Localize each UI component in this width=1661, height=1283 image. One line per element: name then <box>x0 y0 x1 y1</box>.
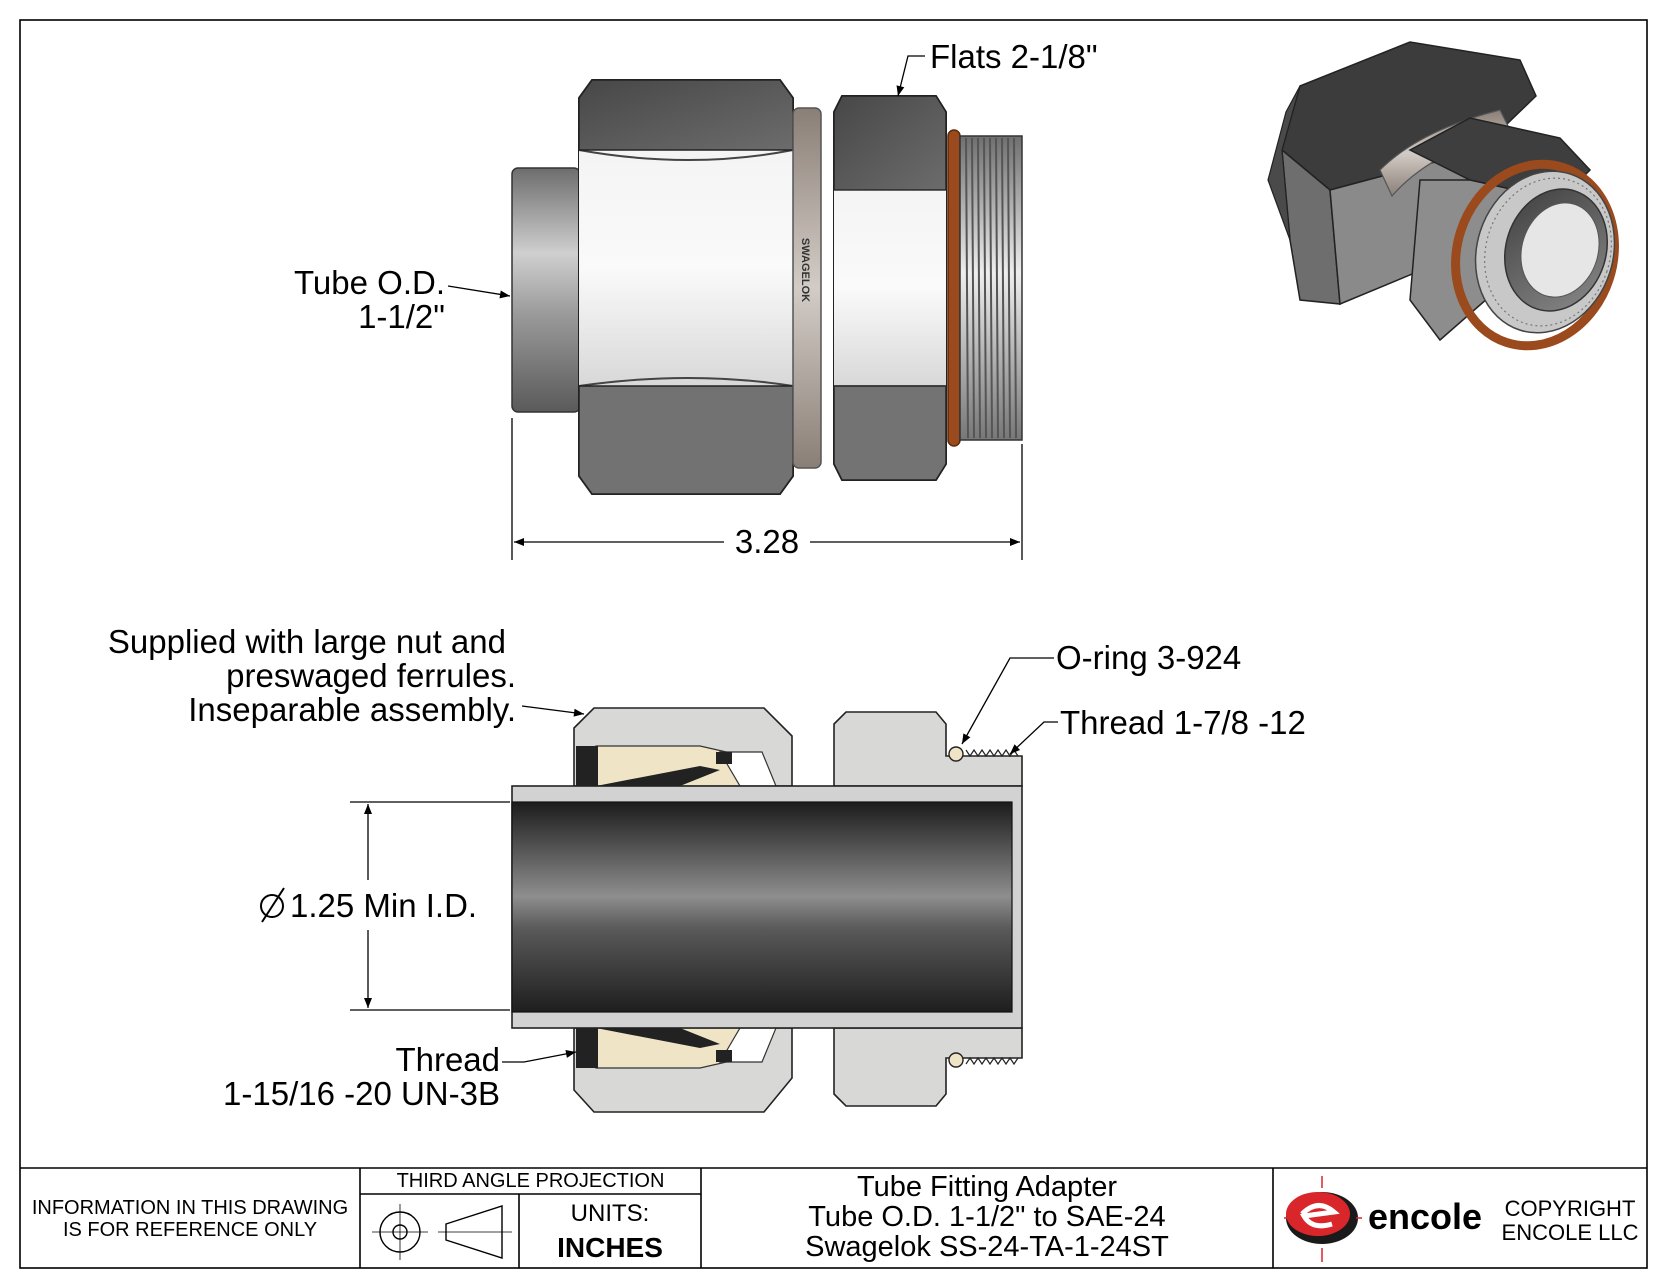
title-block <box>20 1167 1647 1268</box>
thread-groove <box>977 137 981 439</box>
thread-sae-leader <box>1009 721 1058 755</box>
thread-groove <box>971 137 975 439</box>
oring-leader <box>961 657 1054 745</box>
disclaimer-line1: INFORMATION IN THIS DRAWING <box>31 1197 349 1219</box>
flats-leader <box>896 55 925 97</box>
length-dimension <box>511 418 1023 560</box>
nut-thread-top <box>576 746 598 786</box>
length-value: 3.28 <box>734 523 800 560</box>
nut-collar <box>792 107 822 469</box>
elevation-view: SWAGELOK <box>511 79 1023 495</box>
sheet-border <box>19 19 1648 1269</box>
tube-bore <box>511 801 1013 1013</box>
flats-callout: Flats 2-1/8" <box>930 38 1098 75</box>
projection-symbol <box>372 1204 512 1260</box>
sae-thread-teeth-top <box>965 748 1019 758</box>
nut-marking: SWAGELOK <box>799 238 811 302</box>
diameter-icon <box>260 887 285 923</box>
nut-thread-bottom <box>576 1028 598 1068</box>
supplied-leader <box>521 705 585 717</box>
thread-sae-callout: Thread 1-7/8 -12 <box>1060 704 1306 741</box>
iso-oring <box>1451 159 1619 351</box>
body-section-bottom <box>833 1027 1023 1107</box>
copyright-line1: COPYRIGHT <box>1504 1196 1636 1221</box>
drawing-title-line2: Tube O.D. 1-1/2" to SAE-24 <box>808 1201 1166 1233</box>
large-hex-nut <box>578 79 794 495</box>
oring-section-top <box>948 746 964 762</box>
body-section-top <box>833 711 1023 787</box>
body-hex <box>833 95 947 481</box>
oring-section-bottom <box>948 1052 964 1068</box>
section-view <box>511 707 1023 1113</box>
min-id-dimension <box>350 801 510 1011</box>
oring-elevation <box>947 129 961 447</box>
thread-nut-callout-line1: Thread <box>395 1041 500 1078</box>
units-label: UNITS: <box>570 1200 650 1227</box>
supplied-note-line1: Supplied with large nut and <box>107 623 506 660</box>
thread-groove <box>989 137 993 439</box>
drawing-title-line1: Tube Fitting Adapter <box>856 1171 1118 1203</box>
thread-groove <box>995 137 999 439</box>
thread-groove <box>1007 137 1011 439</box>
drawing-title-line3: Swagelok SS-24-TA-1-24ST <box>805 1231 1169 1263</box>
supplied-note-line3: Inseparable assembly. <box>188 691 516 728</box>
units-value: INCHES <box>557 1232 663 1263</box>
thread-nut-leader <box>502 1049 577 1063</box>
tube-od-leader <box>447 285 511 299</box>
tube-stub <box>511 167 581 413</box>
logo-wordmark: encole <box>1368 1196 1483 1237</box>
min-id-callout: 1.25 Min I.D. <box>290 887 478 924</box>
tube-od-callout-line1: Tube O.D. <box>294 264 445 301</box>
thread-nut-callout-line2: 1-15/16 -20 UN-3B <box>223 1075 500 1112</box>
thread-groove <box>965 137 969 439</box>
thread-groove <box>983 137 987 439</box>
encole-logo <box>1284 1176 1362 1262</box>
thread-groove <box>1013 137 1017 439</box>
supplied-note-line2: preswaged ferrules. <box>226 657 516 694</box>
disclaimer-line2: IS FOR REFERENCE ONLY <box>62 1219 318 1241</box>
isometric-view <box>1267 41 1619 351</box>
copyright-line2: ENCOLE LLC <box>1501 1220 1639 1245</box>
projection-label: THIRD ANGLE PROJECTION <box>396 1170 665 1192</box>
sae-thread-teeth-bottom <box>965 1056 1019 1066</box>
oring-callout: O-ring 3-924 <box>1056 639 1242 676</box>
thread-lines <box>965 137 1017 439</box>
tube-od-callout-line2: 1-1/2" <box>358 298 445 335</box>
thread-groove <box>1001 137 1005 439</box>
